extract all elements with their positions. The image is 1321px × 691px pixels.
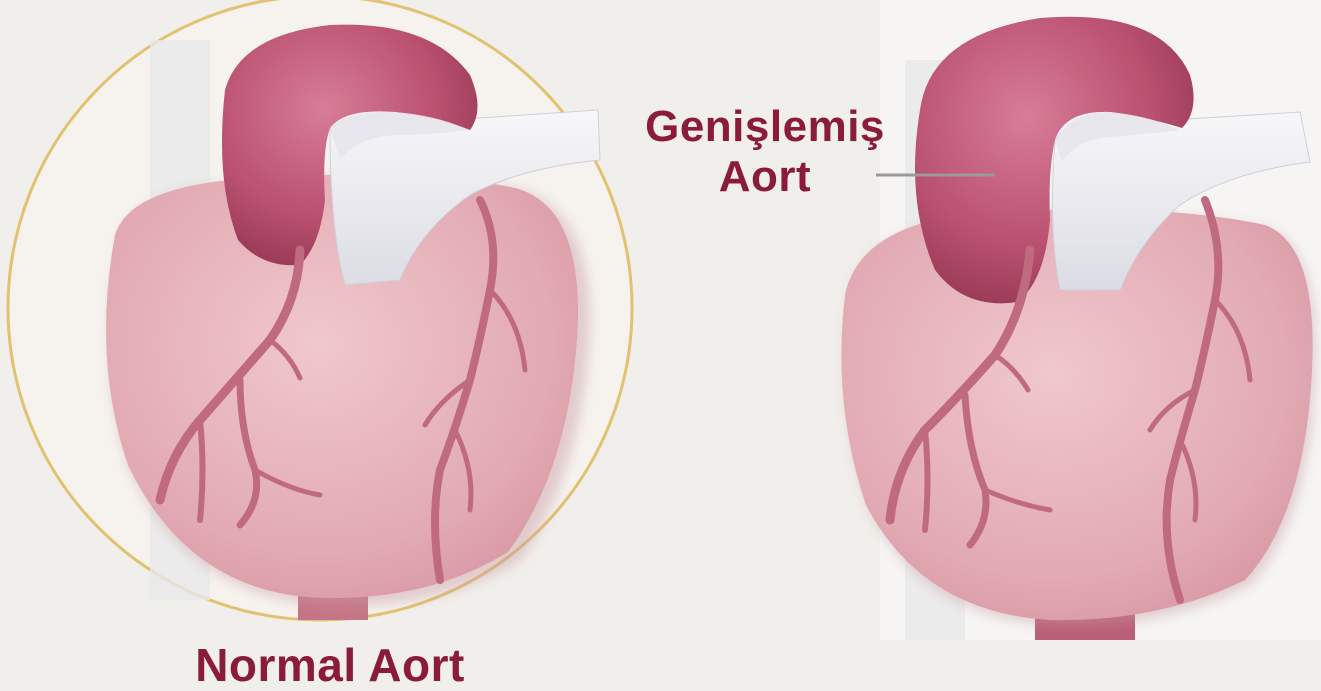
normal-aorta-panel xyxy=(8,0,632,620)
normal-aorta-label: Normal Aort xyxy=(180,640,480,690)
dilated-aorta-label-line1: Genişlemiş xyxy=(620,102,910,152)
dilated-aorta-label: Genişlemiş Aort xyxy=(620,102,910,202)
dilated-aorta-panel xyxy=(841,0,1321,640)
dilated-aorta-label-line2: Aort xyxy=(620,152,910,202)
